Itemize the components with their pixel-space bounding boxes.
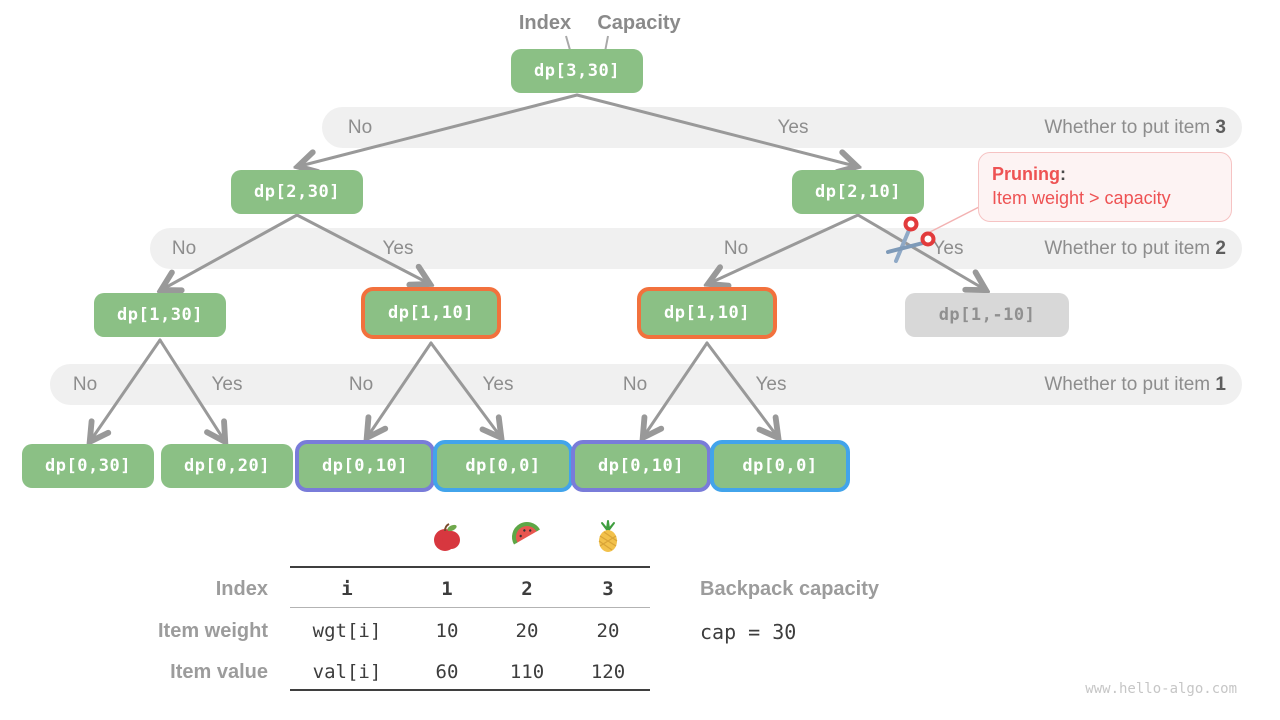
index-pointer-label: Index [518,12,572,34]
table-cell: 3 [602,578,614,600]
dp-node-highlight-purple: dp[0,10] [571,440,711,492]
pineapple-emoji [598,520,618,552]
scissors-icon [886,216,936,263]
dp-node-highlight-blue: dp[0,0] [710,440,850,492]
dp-node: dp[3,30] [511,49,643,93]
band-yes-label: Yes [382,238,414,259]
dp-node-highlight-orange: dp[1,10] [637,287,777,339]
table-cell: 60 [435,661,459,683]
band-no-label: No [72,374,98,395]
band-yes-label: Yes [211,374,243,395]
band-no-label: No [171,238,197,259]
table-cell: 10 [435,620,459,642]
pruning-connector-line [929,205,982,233]
table-rule-bottom [290,689,650,691]
table-cell: 20 [596,620,620,642]
table-cell: 1 [441,578,453,600]
band-question: Whether to put item 2 [1044,238,1226,259]
dp-node: dp[1,30] [94,293,226,337]
band-question: Whether to put item 1 [1044,374,1226,395]
pruning-callout: Pruning: Item weight > capacity [978,152,1232,222]
table-cell: val[i] [312,661,382,683]
dp-node-pruned: dp[1,-10] [905,293,1069,337]
apple-emoji [434,523,460,551]
pruning-title: Pruning: [992,164,1066,184]
row-header-weight: Item weight [157,620,268,642]
table-cell: wgt[i] [312,620,382,642]
dp-node: dp[2,30] [231,170,363,214]
table-cell: i [341,578,353,600]
band-yes-label: Yes [755,374,787,395]
dp-node: dp[0,20] [161,444,293,488]
band-yes-label: Yes [777,117,809,138]
table-cell: 110 [509,661,545,683]
backpack-capacity-label: Backpack capacity [700,578,880,600]
capacity-pointer-label: Capacity [597,12,681,34]
decision-band-item1: No Yes No Yes No Yes Whether to put item… [50,364,1242,405]
dp-node-highlight-orange: dp[1,10] [361,287,501,339]
dp-node: dp[0,30] [22,444,154,488]
band-yes-label: Yes [932,238,964,259]
dp-node-highlight-blue: dp[0,0] [433,440,573,492]
table-cell: 2 [521,578,533,600]
backpack-capacity-value: cap = 30 [700,620,797,644]
table-cell: 120 [590,661,626,683]
pruning-reason: Item weight > capacity [992,188,1171,208]
dp-node-highlight-purple: dp[0,10] [295,440,435,492]
tree-edges [91,93,984,440]
row-header-index: Index [215,578,268,600]
decision-band-item3: No Yes Whether to put item 3 [322,107,1242,148]
band-no-label: No [347,117,373,138]
table-rule-mid [290,607,650,608]
band-question: Whether to put item 3 [1044,117,1226,138]
watermark: www.hello-algo.com [1085,681,1237,697]
band-yes-label: Yes [482,374,514,395]
watermelon-emoji [512,522,540,545]
band-no-label: No [622,374,648,395]
table-cell: 20 [515,620,539,642]
band-no-label: No [348,374,374,395]
dp-node: dp[2,10] [792,170,924,214]
table-rule-top [290,566,650,568]
band-no-label: No [723,238,749,259]
row-header-value: Item value [170,661,268,683]
